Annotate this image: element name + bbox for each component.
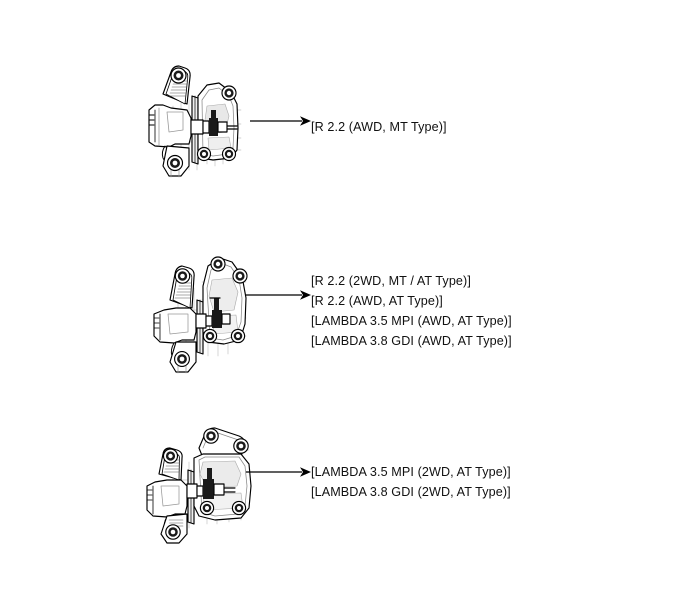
- part-variant-group-3: [LAMBDA 3.5 MPI (2WD, AT Type)] [LAMBDA …: [0, 0, 700, 544]
- transmission-mount-bracket-figure-2: [148, 252, 260, 379]
- variant-label: [LAMBDA 3.8 GDI (AWD, AT Type)]: [311, 334, 512, 348]
- callout-arrow-1: [250, 114, 312, 133]
- variant-label-list-2: [R 2.2 (2WD, MT / AT Type)] [R 2.2 (AWD,…: [311, 271, 512, 351]
- part-variant-group-2: [R 2.2 (2WD, MT / AT Type)] [R 2.2 (AWD,…: [0, 0, 700, 374]
- variant-label-list-1: [R 2.2 (AWD, MT Type)]: [311, 117, 447, 137]
- callout-arrow-3: [246, 465, 312, 484]
- variant-label: [LAMBDA 3.5 MPI (2WD, AT Type)]: [311, 465, 511, 479]
- transmission-mount-bracket-figure-1: [145, 58, 260, 183]
- callout-arrow-2: [246, 288, 312, 307]
- variant-label: [LAMBDA 3.5 MPI (AWD, AT Type)]: [311, 314, 512, 328]
- variant-label: [LAMBDA 3.8 GDI (2WD, AT Type)]: [311, 485, 511, 499]
- part-variant-group-1: [R 2.2 (AWD, MT Type)]: [0, 0, 700, 180]
- variant-label: [R 2.2 (AWD, MT Type)]: [311, 120, 447, 134]
- variant-label: [R 2.2 (AWD, AT Type)]: [311, 294, 443, 308]
- variant-label: [R 2.2 (2WD, MT / AT Type)]: [311, 274, 471, 288]
- variant-label-list-3: [LAMBDA 3.5 MPI (2WD, AT Type)] [LAMBDA …: [311, 462, 511, 502]
- transmission-mount-bracket-figure-3: [145, 424, 263, 549]
